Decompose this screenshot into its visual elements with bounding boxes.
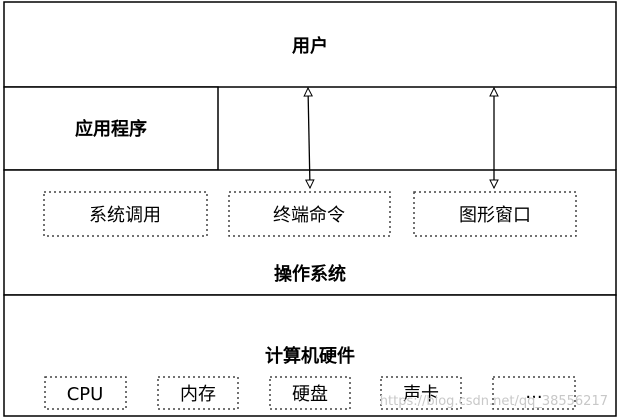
- hw-component-more-box: [492, 376, 576, 410]
- os-component-terminal-box: [228, 191, 391, 237]
- hw-component-disk-label: 硬盘: [292, 384, 328, 405]
- os-component-gui-label: 图形窗口: [459, 205, 531, 226]
- application-layer-box: [3, 86, 219, 171]
- hw-component-cpu-box: [44, 376, 127, 410]
- hw-component-soundcard-label: 声卡: [403, 384, 439, 405]
- application-layer-label: 应用程序: [75, 118, 147, 140]
- user-layer-box: [3, 1, 617, 88]
- hardware-layer-label: 计算机硬件: [265, 345, 355, 367]
- watermark-text: https://blog.csdn.net/qq_38556217: [380, 394, 608, 409]
- hw-component-disk-box: [269, 376, 351, 410]
- os-layer-label: 操作系统: [274, 263, 346, 285]
- os-component-syscall-box: [43, 191, 208, 237]
- os-component-gui-box: [413, 191, 577, 237]
- hw-component-memory-box: [157, 376, 239, 410]
- hardware-layer-box: [3, 294, 617, 417]
- hw-component-more-label: ...: [525, 382, 542, 403]
- user-layer-label: 用户: [292, 35, 328, 57]
- os-component-terminal-label: 终端命令: [273, 205, 345, 226]
- hw-component-memory-label: 内存: [180, 384, 216, 405]
- hw-component-soundcard-box: [380, 376, 462, 410]
- os-component-syscall-label: 系统调用: [89, 205, 161, 226]
- hw-component-cpu-label: CPU: [67, 384, 104, 405]
- terminal-user-arrow: [308, 88, 310, 188]
